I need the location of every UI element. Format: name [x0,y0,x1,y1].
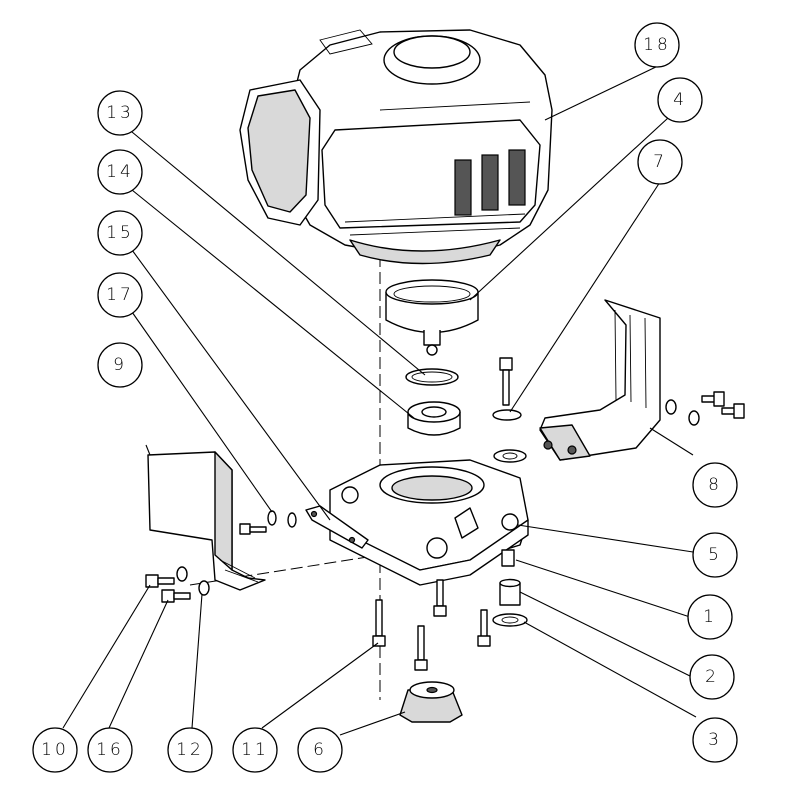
callout-4: 4 [657,77,703,123]
foot-hub-part [399,681,463,723]
svg-text:7: 7 [653,152,667,172]
callout-17: 17 [97,272,143,318]
svg-text:14: 14 [106,162,134,182]
side-axis [189,554,381,586]
engine-part [239,29,553,265]
callout-2: 2 [689,654,735,700]
callout-6: 6 [297,727,343,773]
svg-text:4: 4 [673,90,687,110]
svg-text:10: 10 [41,740,69,760]
leader-lines [62,64,697,736]
svg-text:11: 11 [241,740,269,760]
svg-text:16: 16 [96,740,124,760]
callout-1: 1 [687,594,733,640]
link-plate-part [305,505,369,549]
svg-text:3: 3 [708,730,722,750]
guard-plate-part [147,451,266,591]
spacer-stack-part [492,549,528,627]
vent-slot-1 [454,159,472,216]
base-housing-part [329,459,529,586]
callout-3: 3 [692,717,738,763]
cup-part [385,279,479,356]
vent-slot-2 [481,154,499,211]
svg-text:9: 9 [113,355,127,375]
callout-13: 13 [97,90,143,136]
svg-text:8: 8 [708,475,722,495]
callout-9: 9 [97,342,143,388]
callout-7: 7 [637,139,683,185]
svg-text:13: 13 [106,103,134,123]
retaining-ring-part [405,368,459,386]
svg-text:15: 15 [106,223,134,243]
callout-15: 15 [97,210,143,256]
svg-text:18: 18 [643,35,671,55]
callout-12: 12 [167,727,213,773]
svg-text:2: 2 [705,667,719,687]
svg-text:5: 5 [708,545,722,565]
washer-small-part [239,510,297,535]
svg-text:17: 17 [106,285,134,305]
callout-18: 18 [634,22,680,68]
side-fasteners-part [145,566,210,603]
vent-slot-3 [508,149,526,206]
svg-text:1: 1 [703,607,717,627]
callout-8: 8 [692,462,738,508]
callout-10: 10 [32,727,78,773]
bolts-part [372,579,491,671]
bearing-part [407,401,461,436]
bracket-part [539,299,745,461]
svg-text:6: 6 [313,740,327,760]
callout-14: 14 [97,149,143,195]
callout-5: 5 [692,532,738,578]
callout-16: 16 [87,727,133,773]
bolt-washer-part [492,357,527,463]
svg-text:12: 12 [176,740,204,760]
callout-11: 11 [232,727,278,773]
